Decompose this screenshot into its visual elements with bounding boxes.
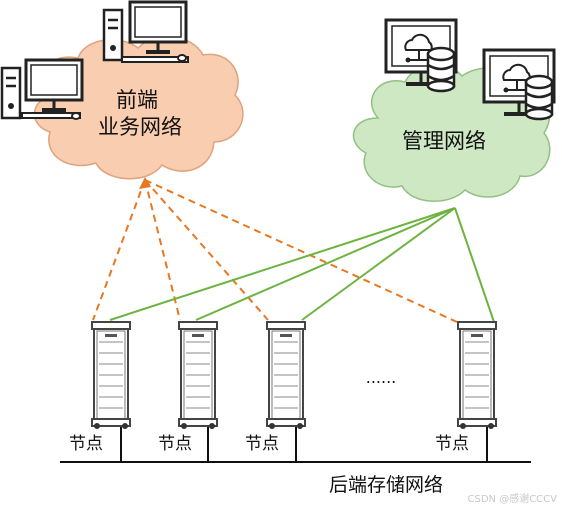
server-rack-3 [266, 321, 306, 430]
node-label-3: 节点 [245, 434, 279, 454]
server-rack-1 [91, 321, 131, 430]
frontend-pc-keyboard-1 [121, 56, 189, 63]
frontend-cloud-label-line2: 业务网络 [98, 115, 182, 139]
node-label-2: 节点 [158, 434, 192, 454]
frontend-pc-mouse-1 [177, 54, 187, 62]
frontend-link-node-4 [144, 179, 458, 323]
frontend-cloud-label-line1: 前端 [116, 88, 158, 112]
server-rack-2 [178, 321, 218, 430]
frontend-pc-tower-1 [102, 8, 124, 62]
storage-network-label: 后端存储网络 [329, 474, 443, 496]
management-link-node-1 [109, 207, 456, 321]
frontend-link-node-2 [144, 179, 181, 321]
management-link-node-3 [301, 207, 456, 321]
management-links [109, 207, 495, 323]
frontend-pc-mouse-2 [71, 112, 81, 120]
management-cloud-label: 管理网络 [402, 129, 486, 153]
management-link-node-4 [454, 207, 495, 323]
frontend-link-node-1 [92, 179, 146, 321]
management-database-1 [426, 46, 456, 93]
more-nodes-ellipsis: ...... [366, 368, 397, 387]
server-rack-4 [457, 321, 497, 430]
node-label-4: 节点 [435, 434, 469, 454]
watermark: CSDN @感谢CCCV [468, 492, 558, 505]
frontend-arrow-head [139, 177, 151, 189]
node-label-1: 节点 [69, 434, 103, 454]
frontend-pc-tower-2 [0, 66, 22, 120]
management-link-node-2 [195, 207, 456, 321]
frontend-links [92, 179, 458, 323]
management-database-2 [524, 74, 554, 121]
